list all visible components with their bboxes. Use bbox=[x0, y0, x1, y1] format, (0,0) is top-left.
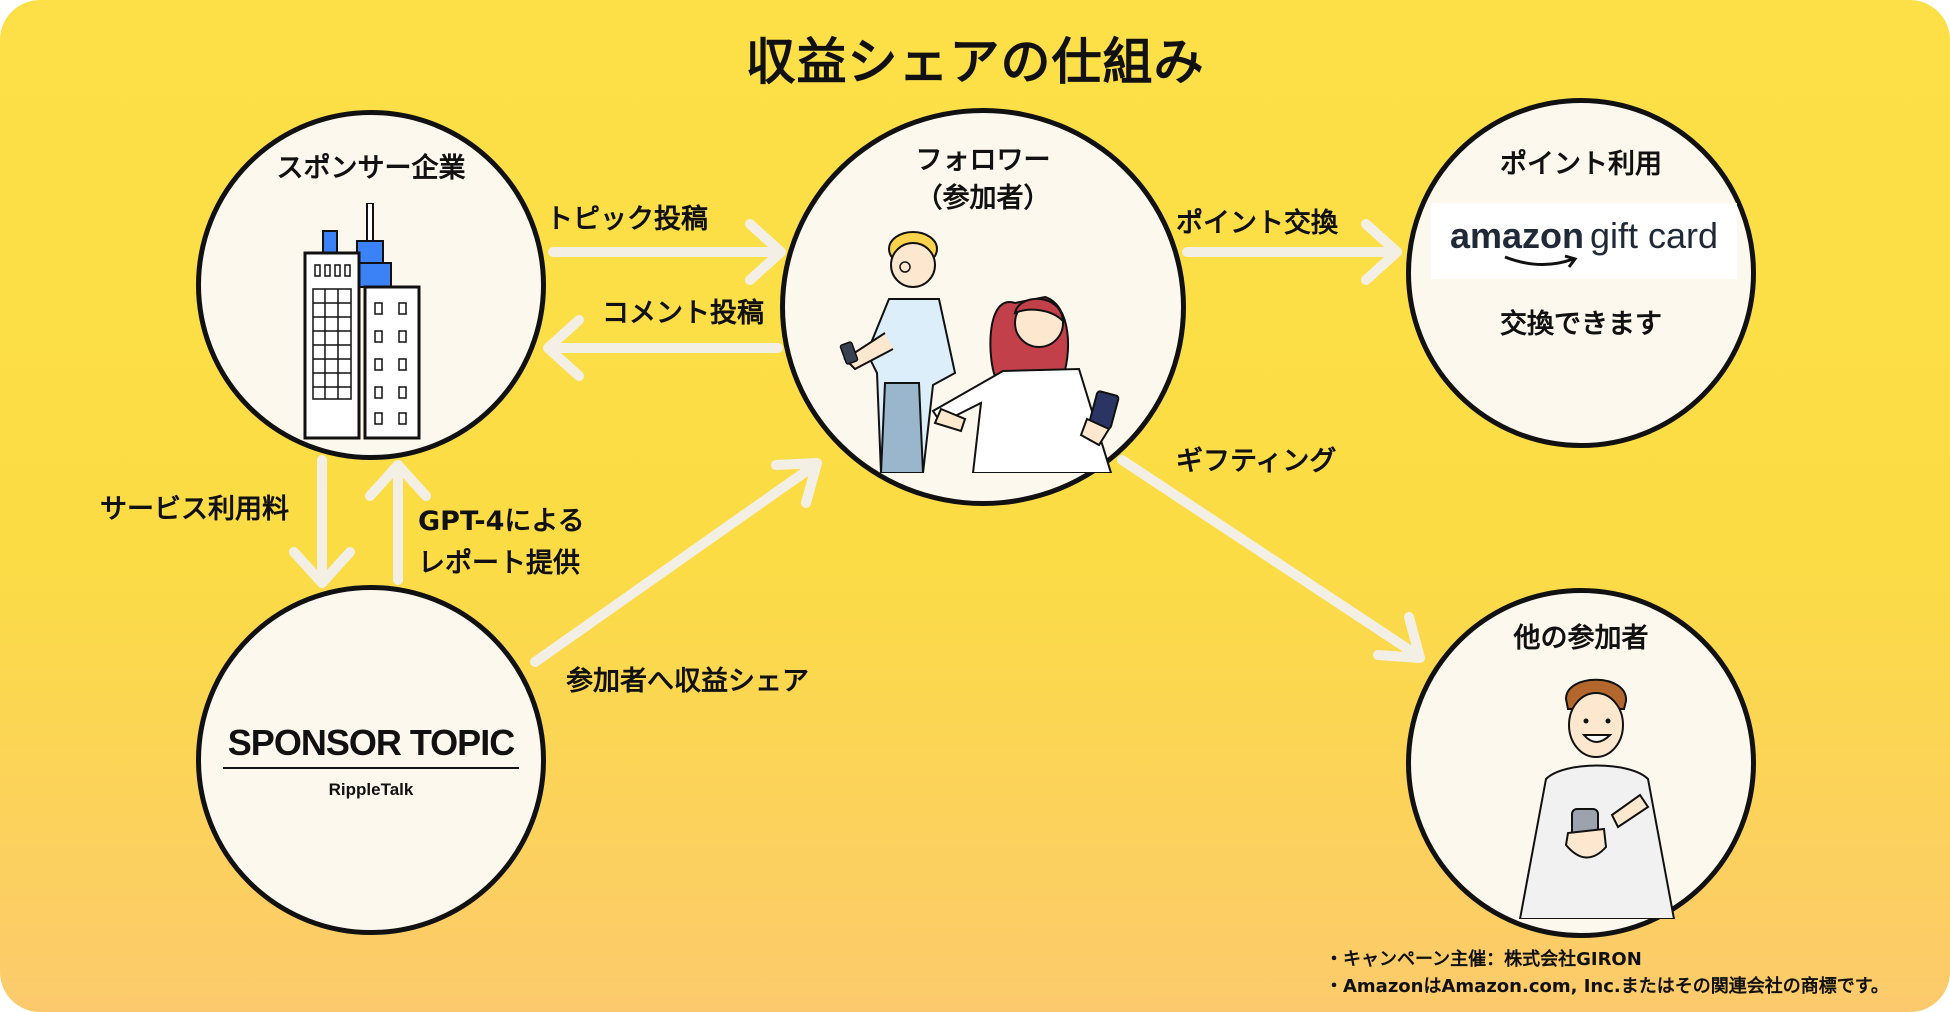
edge-label-revenue-share: 参加者へ収益シェア bbox=[566, 666, 809, 697]
node-follower-sublabel: （参加者） bbox=[915, 183, 1051, 214]
amazon-smile-icon bbox=[1504, 254, 1578, 268]
amazon-wordmark: amazon bbox=[1449, 215, 1584, 256]
node-follower-label: フォロワー bbox=[915, 145, 1051, 176]
edge-label-gifting: ギフティング bbox=[1176, 446, 1337, 477]
edge-label-gpt-report-line1: GPT-4による bbox=[418, 506, 585, 537]
people-with-phones-icon bbox=[839, 231, 1120, 473]
node-sponsor-label: スポンサー企業 bbox=[276, 153, 466, 184]
node-points-caption: 交換できます bbox=[1500, 309, 1662, 340]
edge-label-gpt-report-line2: レポート提供 bbox=[418, 548, 580, 579]
node-points-label: ポイント利用 bbox=[1500, 149, 1662, 180]
sponsor-topic-logo: SPONSOR TOPIC bbox=[227, 722, 515, 763]
footnote-organizer: ・キャンペーン主催：株式会社GIRON bbox=[1325, 949, 1642, 970]
edge-label-service-fee: サービス利用料 bbox=[100, 494, 289, 525]
node-platform: SPONSOR TOPIC RippleTalk bbox=[196, 585, 546, 935]
page-title: 収益シェアの仕組み bbox=[745, 33, 1205, 91]
footnotes: ・キャンペーン主催：株式会社GIRON ・AmazonはAmazon.com, … bbox=[1325, 946, 1889, 1000]
gift-card-text: gift card bbox=[1589, 215, 1719, 256]
arrow-topic-post bbox=[548, 219, 786, 285]
arrow-gifting bbox=[1117, 455, 1425, 663]
node-others-label: 他の参加者 bbox=[1513, 623, 1649, 654]
edge-label-comment-post: コメント投稿 bbox=[602, 298, 764, 329]
arrow-service-fee bbox=[289, 455, 355, 588]
node-sponsor: スポンサー企業 bbox=[196, 110, 546, 460]
arrow-point-exchange bbox=[1182, 219, 1402, 285]
node-follower: フォロワー （参加者） bbox=[780, 108, 1186, 506]
edge-label-point-exchange: ポイント交換 bbox=[1176, 208, 1338, 239]
arrow-revenue-share bbox=[530, 458, 822, 667]
person-with-phone-icon bbox=[1518, 678, 1676, 919]
ripple-talk-label: RippleTalk bbox=[328, 780, 414, 799]
node-others: 他の参加者 bbox=[1406, 588, 1756, 938]
arrow-gpt-report bbox=[365, 460, 431, 585]
logo-underline bbox=[223, 767, 519, 769]
edge-label-topic-post: トピック投稿 bbox=[546, 204, 708, 235]
office-buildings-icon bbox=[303, 203, 421, 440]
footnote-trademark: ・AmazonはAmazon.com, Inc.またはその関連会社の商標です。 bbox=[1325, 976, 1889, 997]
arrow-comment-post bbox=[543, 315, 783, 381]
